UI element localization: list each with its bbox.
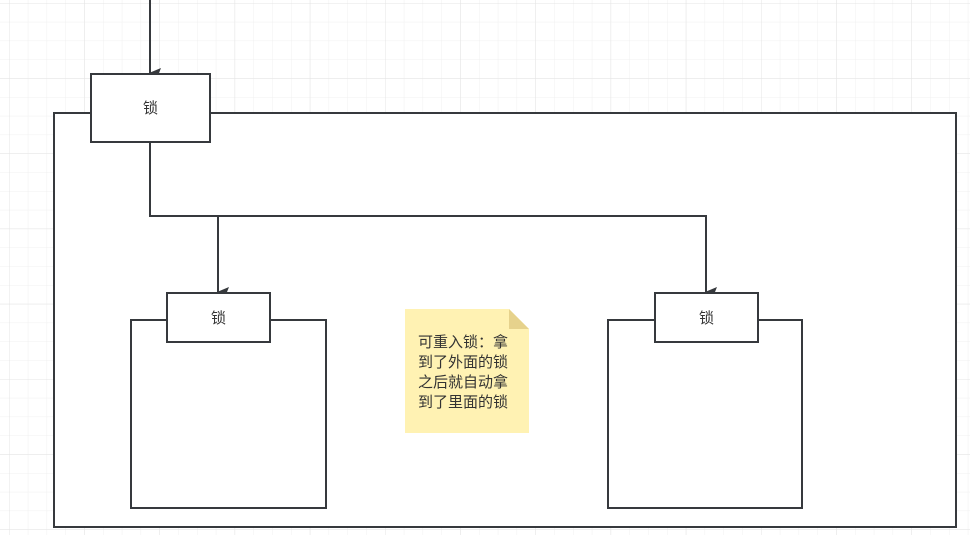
outer-lock-label: 锁	[143, 99, 158, 117]
note-line-4: 到了里面的锁	[418, 393, 508, 411]
note-fold-corner	[509, 309, 529, 329]
note-line-3: 之后就自动拿	[418, 373, 508, 391]
edge-outer-to-right-lock[interactable]	[218, 215, 717, 297]
right-lock-node[interactable]: 锁	[654, 292, 759, 343]
sticky-note[interactable]: 可重入锁：拿 到了外面的锁 之后就自动拿 到了里面的锁	[405, 309, 529, 433]
right-container[interactable]	[607, 319, 803, 509]
left-lock-label: 锁	[211, 309, 226, 327]
left-lock-node[interactable]: 锁	[166, 292, 271, 343]
note-line-1: 可重入锁：拿	[418, 333, 508, 351]
right-lock-label: 锁	[699, 309, 714, 327]
note-line-2: 到了外面的锁	[418, 353, 508, 371]
outer-lock-node[interactable]: 锁	[90, 73, 211, 143]
left-container[interactable]	[130, 319, 327, 509]
edge-outer-to-left-lock[interactable]	[149, 142, 229, 297]
